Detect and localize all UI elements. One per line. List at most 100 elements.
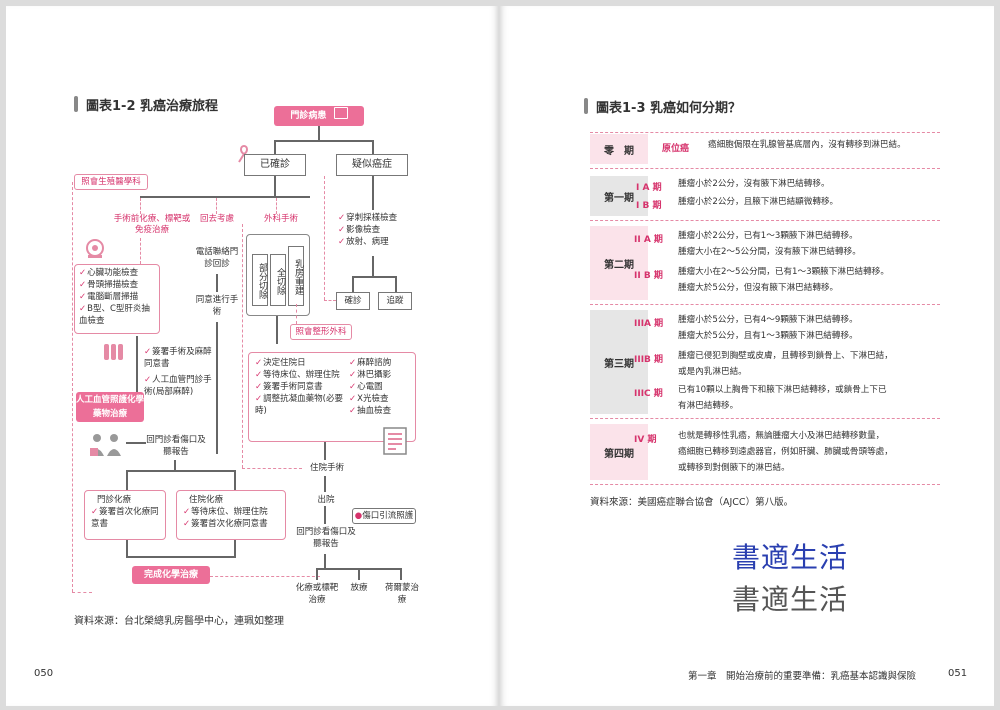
check-item: ✓放射、病理 <box>338 237 389 247</box>
drain-care-tag: ●傷口引流照護 <box>352 508 416 524</box>
dashed-connector <box>140 238 141 264</box>
stage-description: 或是內乳淋巴結。 <box>678 367 747 377</box>
stage-sub-label: IV 期 <box>634 435 657 445</box>
connector <box>136 336 138 420</box>
confirmed-result-node: 確診 <box>336 292 370 310</box>
stage-description: 有淋巴結轉移。 <box>678 401 739 411</box>
check-item: ✓X光檢查 <box>349 394 389 404</box>
outpatient-chemo-box: 門診化療 ✓簽署首次化療同意書 <box>84 490 166 540</box>
check-item: ✓電腦斷層掃描 <box>79 292 139 302</box>
connector <box>276 316 278 344</box>
check-item: ✓決定住院日 <box>255 358 306 368</box>
stage-sub-label: IIIA 期 <box>634 319 664 329</box>
title-marker <box>74 96 78 112</box>
check-item: ✓簽署首次化療同意書 <box>183 519 268 529</box>
surgery-type-reconstruction: 乳房重建 <box>288 246 304 306</box>
surgery-type-partial: 部分切除 <box>252 254 268 306</box>
dashed-connector <box>72 182 73 592</box>
connector <box>126 556 236 558</box>
left-page-title: 圖表1-2 乳癌治療旅程 <box>86 99 219 114</box>
check-item: ✓心電圖 <box>349 382 383 392</box>
document-icon <box>382 426 408 460</box>
final-option-radiation: 放療 <box>350 583 368 593</box>
connector <box>372 256 374 276</box>
connector <box>274 140 374 142</box>
connector <box>126 442 146 444</box>
stage-description: 也就是轉移性乳癌，無論腫瘤大小及淋巴結轉移數量， <box>678 431 885 441</box>
connector <box>140 196 310 198</box>
left-page-number: 050 <box>34 668 54 679</box>
check-item: ✓骨頭掃描檢查 <box>79 280 139 290</box>
connector <box>324 442 326 460</box>
connector <box>372 140 374 154</box>
check-item: ✓簽署首次化療同意書 <box>91 507 159 529</box>
connector <box>318 126 320 140</box>
connector <box>274 176 276 196</box>
connector <box>126 540 128 556</box>
stage-description: 或轉移到對側腋下的淋巴結。 <box>678 463 790 473</box>
left-source-note: 資料來源：台北榮總乳房醫學中心，連珮如整理 <box>74 616 284 627</box>
consult-fertility-tag: 照會生殖醫學科 <box>74 174 148 190</box>
outpatient-chemo-title: 門診化療 <box>97 495 132 505</box>
dashed-connector <box>72 592 92 593</box>
dashed-connector <box>242 468 302 469</box>
stage-sub-label: II B 期 <box>634 271 663 281</box>
stage-sub-label: II A 期 <box>634 235 663 245</box>
connector <box>372 176 374 210</box>
connector <box>316 568 318 580</box>
inpatient-surgery-label: 住院手術 <box>309 463 344 473</box>
connector <box>352 276 354 292</box>
phone-contact-label: 電話聯絡門診回診 <box>195 247 239 269</box>
stage-separator <box>590 484 940 485</box>
stage-sub-label: IIIC 期 <box>634 389 663 399</box>
right-page-title: 圖表1-3 乳癌如何分期？ <box>596 101 742 116</box>
dashed-connector <box>242 224 243 468</box>
stage-description: 腫瘤小於2公分，且腋下淋巴結顯微轉移。 <box>678 197 839 207</box>
final-option-chemo: 化療或標靶治療 <box>295 583 339 605</box>
pre-chemo-checks: ✓心臟功能檢查 ✓骨頭掃描檢查 ✓電腦斷層掃描 ✓B型、C型肝炎抽血檢查 <box>74 264 160 334</box>
stage-description: 癌細胞侷限在乳腺管基底層內，沒有轉移到淋巴結。 <box>708 140 906 150</box>
dashed-connector <box>324 300 336 301</box>
connector <box>174 460 176 470</box>
check-item: ✓抽血檢查 <box>349 406 392 416</box>
discharge-label: 出院 <box>317 495 335 505</box>
connector <box>216 274 218 292</box>
stage-separator <box>590 220 940 221</box>
suspected-checks: ✓穿刺採樣檢查 ✓影像檢查 ✓放射、病理 <box>338 212 418 248</box>
connector <box>216 322 218 454</box>
right-source-note: 資料來源：美國癌症聯合協會（AJCC）第八版。 <box>590 497 794 508</box>
right-page-number: 051 <box>948 668 968 679</box>
title-marker <box>584 98 588 114</box>
dashed-connector <box>216 198 217 214</box>
dashed-connector <box>324 176 325 300</box>
stage-description: 腫瘤小於2公分，沒有腋下淋巴結轉移。 <box>678 179 830 189</box>
stage-label: 第一期 <box>590 176 648 216</box>
stage-description: 腫瘤大於5公分，但沒有腋下淋巴結轉移。 <box>678 283 839 293</box>
stage-separator <box>590 304 940 305</box>
stage-sub-label: I B 期 <box>636 201 662 211</box>
check-item: ✓調整抗凝血藥物(必要時) <box>255 394 343 416</box>
doctor-patient-icon <box>88 432 124 462</box>
inpatient-chemo-box: 住院化療 ✓等待床位、辦理住院 ✓簽署首次化療同意書 <box>176 490 286 540</box>
connector <box>234 540 236 556</box>
confirmed-node: 已確診 <box>244 154 306 176</box>
test-tubes-icon <box>102 342 126 366</box>
check-item: ✓等待床位、辦理住院 <box>255 370 340 380</box>
final-option-hormone: 荷爾蒙治療 <box>384 583 419 605</box>
stage-sub-label: I A 期 <box>636 183 662 193</box>
stage-separator <box>590 418 940 419</box>
stage-separator <box>590 132 940 133</box>
suspected-node: 疑似癌症 <box>336 154 408 176</box>
check-item: ✓人工血管門診手術(局部麻醉) <box>144 375 212 397</box>
connector <box>324 554 326 568</box>
connector <box>395 276 397 292</box>
stage-label: 第三期 <box>590 310 648 414</box>
stage-label: 第二期 <box>590 226 648 300</box>
check-item: ✓心臟功能檢查 <box>79 268 139 278</box>
surgery-type-total: 全切除 <box>270 254 286 306</box>
connector <box>324 506 326 524</box>
connector <box>324 476 326 492</box>
complete-chemo-tag: 完成化學治療 <box>132 566 210 584</box>
stage-sub-label: 原位癌 <box>662 144 690 154</box>
hospital-icon <box>333 107 348 119</box>
